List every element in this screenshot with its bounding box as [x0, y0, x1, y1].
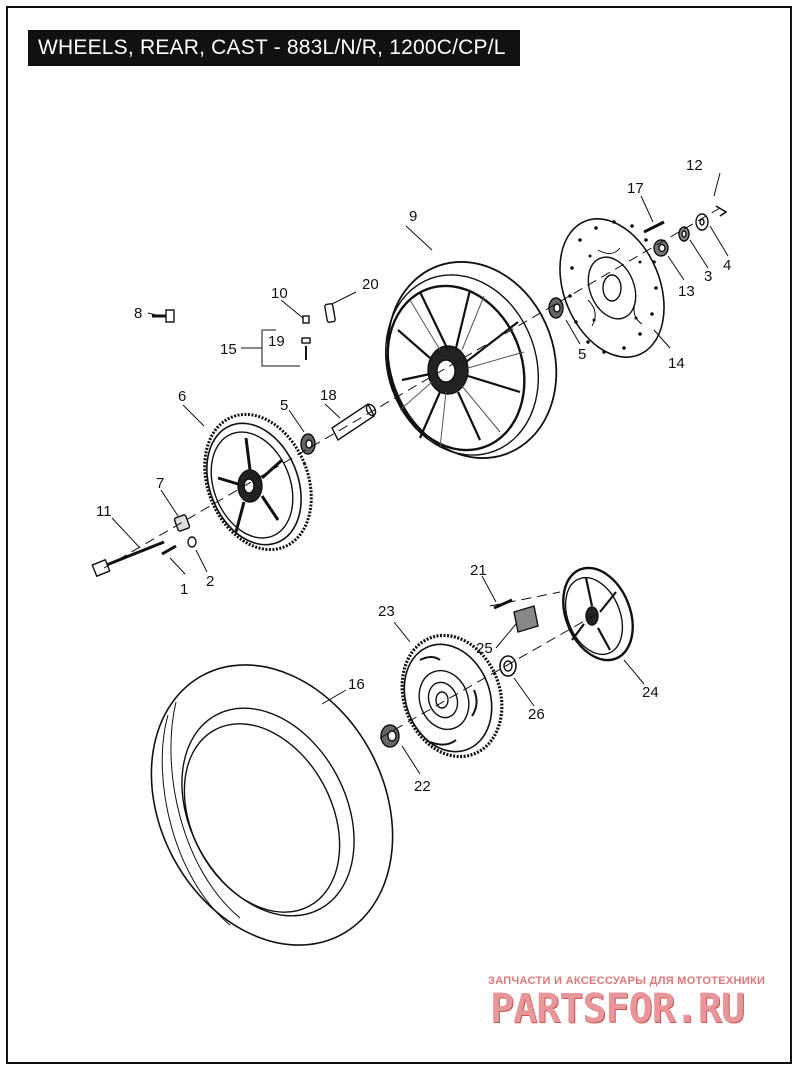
callout-18: 18	[320, 387, 337, 404]
clip-part-12	[715, 205, 728, 217]
callout-25: 25	[476, 640, 493, 657]
screw-part-1	[161, 544, 177, 556]
callout-20: 20	[362, 276, 379, 293]
spacer-part-7	[173, 514, 191, 532]
sprocket-part-23	[400, 633, 504, 759]
washer-part-2	[187, 536, 197, 548]
valve-part-19	[301, 337, 311, 360]
callout-1: 1	[180, 581, 188, 598]
callout-22: 22	[414, 778, 431, 795]
callout-5b: 5	[578, 346, 586, 363]
callout-5a: 5	[280, 397, 288, 414]
sprocket-part-6	[203, 412, 313, 552]
page-title: WHEELS, REAR, CAST - 883L/N/R, 1200C/CP/…	[28, 30, 520, 66]
bearing-part-22	[380, 724, 400, 748]
callout-15: 15	[220, 341, 237, 358]
callout-9: 9	[409, 208, 417, 225]
screw-part-8	[152, 309, 175, 323]
assembly-centerlines	[103, 207, 721, 739]
valve-stem-part-20	[324, 303, 336, 323]
callout-2: 2	[206, 573, 214, 590]
callout-8: 8	[134, 305, 142, 322]
rear-wheel-part-9	[384, 261, 558, 459]
spacer-part-26	[499, 655, 517, 677]
callout-21: 21	[470, 562, 487, 579]
tire-part-16	[150, 664, 394, 946]
callout-4: 4	[723, 257, 731, 274]
callout-3: 3	[704, 268, 712, 285]
bearing-part-5a	[300, 433, 316, 455]
callout-6: 6	[178, 388, 186, 405]
callout-24: 24	[642, 684, 659, 701]
axle-part-11	[91, 540, 165, 578]
leader-lines	[111, 172, 729, 775]
callout-14: 14	[668, 355, 685, 372]
callout-11: 11	[96, 503, 112, 520]
callout-13: 13	[678, 283, 695, 300]
washer-part-3	[678, 226, 690, 242]
bolt-part-21	[493, 598, 513, 610]
callout-7: 7	[156, 475, 164, 492]
brake-disc-part-14	[559, 218, 665, 358]
callout-10: 10	[271, 285, 288, 302]
callout-12: 12	[686, 157, 703, 174]
callout-26: 26	[528, 706, 545, 723]
diagram-frame	[6, 6, 792, 1064]
bolt-part-17	[643, 220, 665, 234]
watermark-logo: PARTSFOR.RU	[490, 986, 745, 1032]
cover-part-24	[562, 566, 634, 662]
callout-23: 23	[378, 603, 395, 620]
callout-19: 19	[268, 333, 285, 350]
callout-17: 17	[627, 180, 644, 197]
watermark-tagline: ЗАПЧАСТИ И АКСЕССУАРЫ ДЛЯ МОТОТЕХНИКИ	[488, 975, 766, 987]
bracket-part-25	[513, 605, 539, 633]
valve-cap-part-10	[302, 315, 310, 324]
callout-16: 16	[348, 676, 365, 693]
